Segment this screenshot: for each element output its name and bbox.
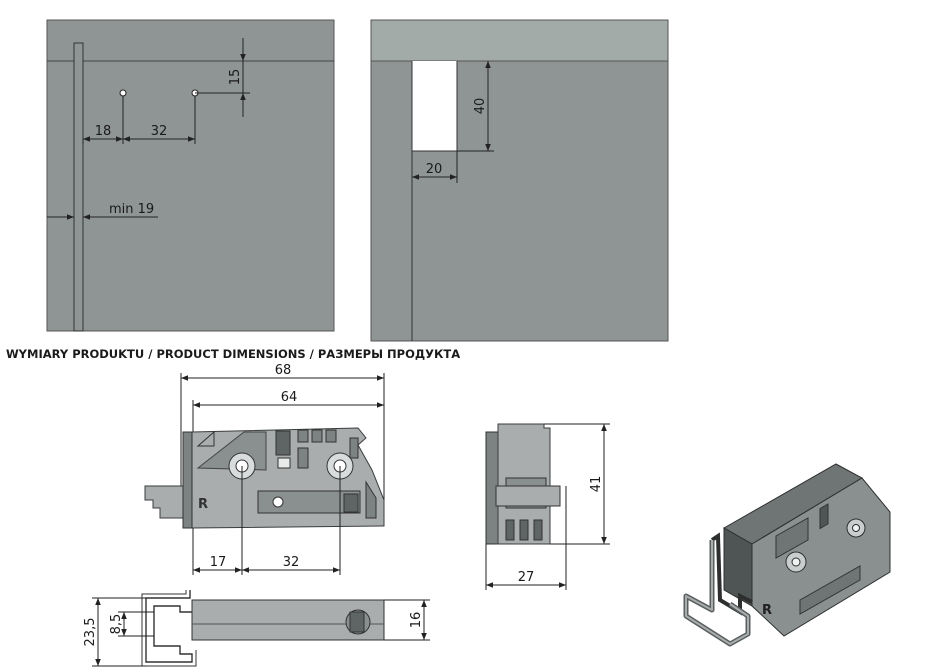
dim-32-front-label: 32	[283, 555, 300, 570]
dim-min19-label: min 19	[109, 202, 154, 217]
left-drilling-panel: 18 32 15 min 19	[46, 19, 335, 332]
front-view: 68 64 R 17 32	[144, 363, 385, 575]
dim-32-label: 32	[151, 124, 168, 139]
dim-41-label: 41	[589, 476, 604, 493]
mark-r-front: R	[198, 497, 208, 512]
dim-68-label: 68	[275, 363, 292, 378]
dim-27-label: 27	[518, 570, 535, 585]
dim-16-label: 16	[409, 612, 424, 629]
dim-40-label: 40	[473, 98, 488, 115]
dim-17-label: 17	[210, 555, 227, 570]
dim-15-label: 15	[228, 69, 243, 86]
side-view: 41 27	[485, 423, 610, 590]
mark-r-iso: R	[762, 603, 772, 618]
dim-23-5-label: 23,5	[83, 618, 98, 647]
section-title: WYMIARY PRODUKTU / PRODUCT DIMENSIONS / …	[6, 347, 460, 361]
dim-8-5-label: 8,5	[109, 614, 124, 635]
dim-64-label: 64	[281, 390, 298, 405]
dim-18-label: 18	[95, 124, 112, 139]
isometric-view: R	[683, 463, 891, 647]
bottom-view: 23,5 8,5 16	[83, 590, 430, 667]
dim-20-label: 20	[426, 162, 443, 177]
right-notch-panel: 40 20	[370, 19, 669, 342]
